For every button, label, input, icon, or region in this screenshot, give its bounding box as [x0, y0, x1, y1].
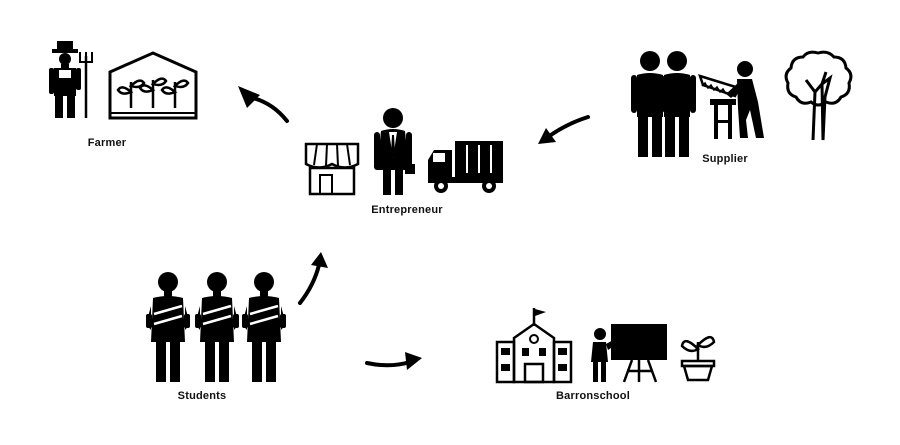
businessman-icon [374, 108, 415, 195]
arrow-students-to-entrepreneur [298, 252, 328, 305]
arrow-entrepreneur-to-farmer [238, 86, 289, 123]
student-icon [240, 270, 288, 384]
farmer-icon [49, 41, 93, 118]
truck-icon [428, 141, 503, 193]
farmer-label: Farmer [87, 137, 127, 149]
students-group [144, 270, 288, 384]
potted-plant-icon [680, 336, 716, 382]
tree-icon [784, 50, 853, 141]
student-icon [193, 270, 241, 384]
entrepreneur-label: Entrepreneur [371, 204, 443, 216]
carpenter-icon [698, 61, 764, 139]
shop-icon [304, 142, 360, 196]
students-label: Students [177, 390, 227, 402]
teacher-blackboard-icon [591, 324, 667, 383]
barronschool-label: Barronschool [556, 390, 630, 402]
supplier-label: Supplier [702, 153, 748, 165]
arrow-students-to-school [365, 352, 422, 370]
two-people-icon [631, 51, 696, 157]
student-icon [144, 270, 192, 384]
school-building-icon [495, 308, 573, 384]
greenhouse-icon [108, 51, 198, 120]
arrow-supplier-to-entrepreneur [538, 115, 590, 144]
